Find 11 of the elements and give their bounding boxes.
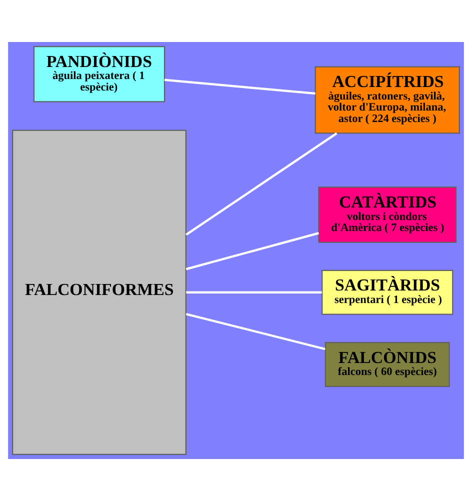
connector [164, 78, 316, 94]
node-box: CATÀRTIDS voltors i còndors d'Amèrica ( 7 espècies ) [318, 186, 457, 242]
connector [186, 132, 338, 236]
node-box: FALCÒNIDS falcons ( 60 espècies) [324, 341, 450, 386]
node-box: FALCONIFORMES [12, 129, 186, 455]
node-box: ACCIPÍTRIDS àguiles, ratoners, gavilà, voltor d'Europa, milana, astor ( 224 espècies ) [314, 66, 460, 134]
connector [186, 232, 319, 270]
node-box: PANDIÒNIDS àguila peixatera ( 1 espècie) [33, 45, 166, 102]
connector [186, 312, 326, 350]
node-box: SAGITÀRIDS serpentari ( 1 espècie ) [322, 269, 454, 314]
connector [186, 290, 322, 294]
